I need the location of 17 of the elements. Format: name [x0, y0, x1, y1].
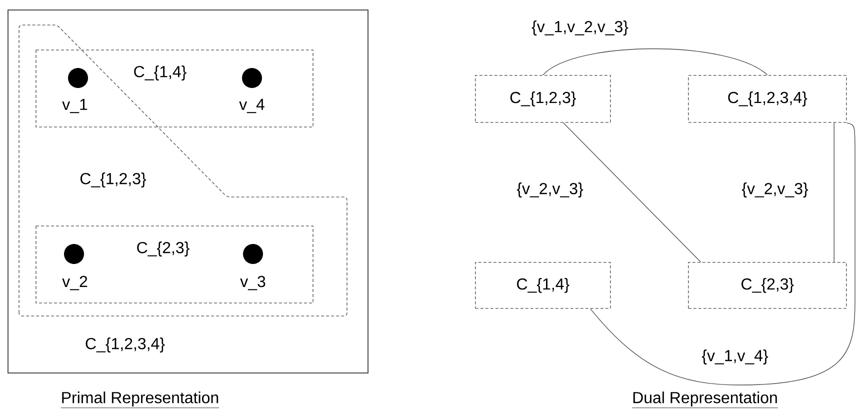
node-label: v_4 [239, 98, 264, 114]
edge-label: {v_2,v_3} [740, 180, 810, 200]
connector-line [542, 48, 768, 76]
panel-caption: Dual Representation [632, 392, 778, 408]
clique-box: C_{1,2,3} [475, 75, 611, 123]
edge-label: {v_2,v_3} [514, 180, 586, 200]
node-label: v_2 [62, 276, 88, 290]
panel-caption: Primal Representation [60, 392, 220, 408]
clique-box: C_{1,2,3,4} [688, 75, 847, 123]
clique-box: C_{2,3} [688, 262, 847, 309]
clique-box: C_{1,4} [475, 262, 611, 309]
edge-label: {v_1,v_2,v_3} [530, 18, 630, 38]
edge-label: {v_1,v_4} [700, 348, 770, 366]
node-label: v_3 [240, 276, 266, 290]
node-label: v_1 [62, 98, 88, 114]
connector-line [590, 122, 856, 386]
connector-line [562, 122, 702, 262]
